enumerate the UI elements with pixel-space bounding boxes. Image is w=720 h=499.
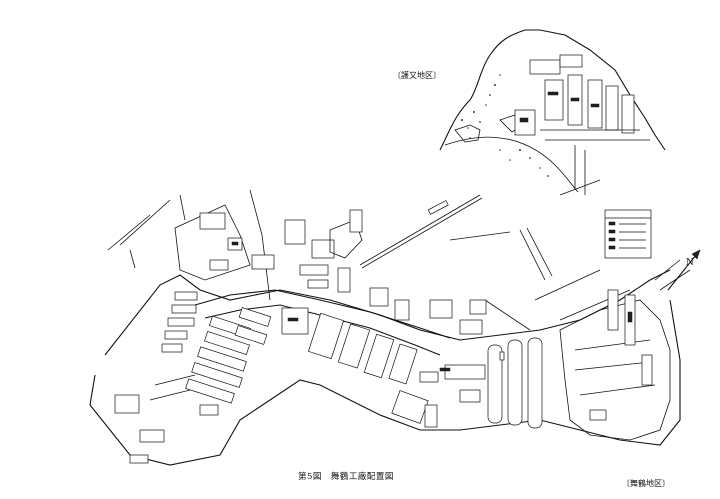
north-arrow-icon <box>667 249 701 291</box>
compass-north-label: N <box>686 258 694 268</box>
northern-district <box>439 29 666 196</box>
eastern-basin <box>559 259 691 441</box>
figure-caption: 第5図 舞鶴工廠配置図 <box>298 472 394 482</box>
harbor-rails <box>359 194 631 321</box>
west-sheds <box>161 291 198 353</box>
district-label-north: 〔護又地区〕 <box>393 71 441 80</box>
southern-district <box>89 189 691 466</box>
central-sheds <box>185 307 418 404</box>
legend-box <box>604 209 652 259</box>
dock-area <box>369 287 543 429</box>
district-label-south: 〔舞鶴地区〕 <box>622 479 670 488</box>
